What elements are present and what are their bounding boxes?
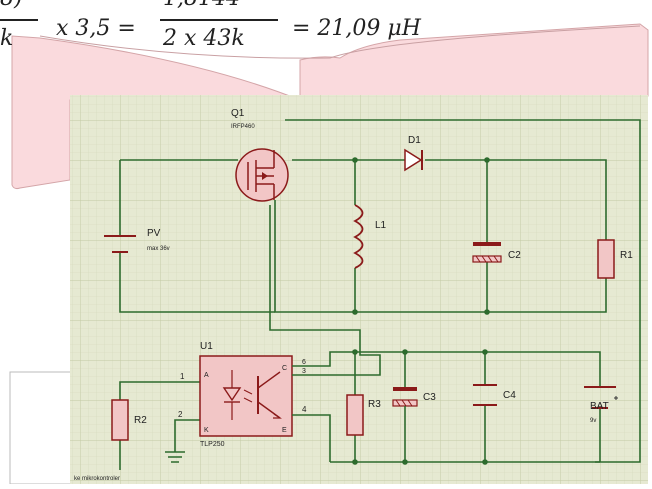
c2-capacitor	[472, 242, 502, 263]
u1-pin-e: E	[282, 427, 287, 434]
u1-pin-1: 1	[180, 372, 185, 381]
formula-left-top: 8)²	[0, 0, 31, 11]
u1-optocoupler	[199, 355, 307, 437]
pv-source	[104, 235, 136, 253]
pv-ref: PV	[147, 228, 161, 239]
inductance-formula: 8)² k x 3,5 = 1,8144 2 x 43k = 21,09 μH	[0, 0, 470, 60]
callout-bubble	[11, 23, 649, 190]
d1-ref: D1	[408, 135, 421, 146]
formula-numerator: 1,8144	[163, 0, 240, 11]
u1-pin-2: 2	[178, 410, 183, 419]
bat-ref: BAT	[590, 401, 609, 412]
r1-ref: R1	[620, 250, 633, 261]
r2-ref: R2	[134, 415, 147, 426]
pv-value: max 36v	[147, 246, 170, 252]
l1-inductor	[353, 204, 364, 269]
formula-multiplier: x 3,5 =	[56, 16, 136, 41]
c4-capacitor	[473, 384, 497, 406]
text-box-frame	[9, 371, 75, 485]
c2-ref: C2	[508, 250, 521, 261]
cursor-icon	[614, 396, 618, 400]
junctions	[352, 157, 490, 465]
u1-pin-k: K	[204, 427, 209, 434]
formula-denominator: 2 x 43k	[163, 26, 245, 51]
c4-ref: C4	[503, 390, 516, 401]
r1-resistor	[597, 239, 615, 279]
q1-value: IRFP460	[231, 124, 255, 130]
u1-pin-4: 4	[302, 405, 307, 414]
formula-result: = 21,09 μH	[292, 16, 421, 41]
r3-ref: R3	[368, 399, 381, 410]
mcu-label: ke mikrokontroler	[74, 476, 120, 482]
c3-ref: C3	[423, 392, 436, 403]
formula-left-bar	[0, 19, 38, 21]
l1-ref: L1	[375, 220, 387, 231]
formula-left-bottom: k	[0, 26, 14, 51]
q1-mosfet	[235, 148, 289, 202]
bat-value: 9v	[590, 418, 596, 424]
c3-capacitor	[392, 387, 418, 412]
u1-pin-a: A	[204, 372, 209, 379]
u1-pin-6: 6	[302, 359, 306, 366]
wires	[119, 119, 641, 470]
d1-diode	[404, 148, 423, 172]
u1-pin-3: 3	[302, 368, 306, 375]
formula-fraction-bar	[160, 19, 278, 21]
component-labels: Q1 IRFP460 D1 L1 PV max 36v C2 R1 U1 TLP…	[74, 108, 633, 482]
u1-part: TLP250	[200, 441, 225, 448]
r3-resistor	[346, 394, 364, 436]
battery	[584, 386, 616, 409]
q1-ref: Q1	[231, 108, 245, 119]
u1-ref: U1	[200, 341, 213, 352]
r2-resistor	[111, 399, 129, 441]
u1-pin-c: C	[282, 365, 287, 372]
